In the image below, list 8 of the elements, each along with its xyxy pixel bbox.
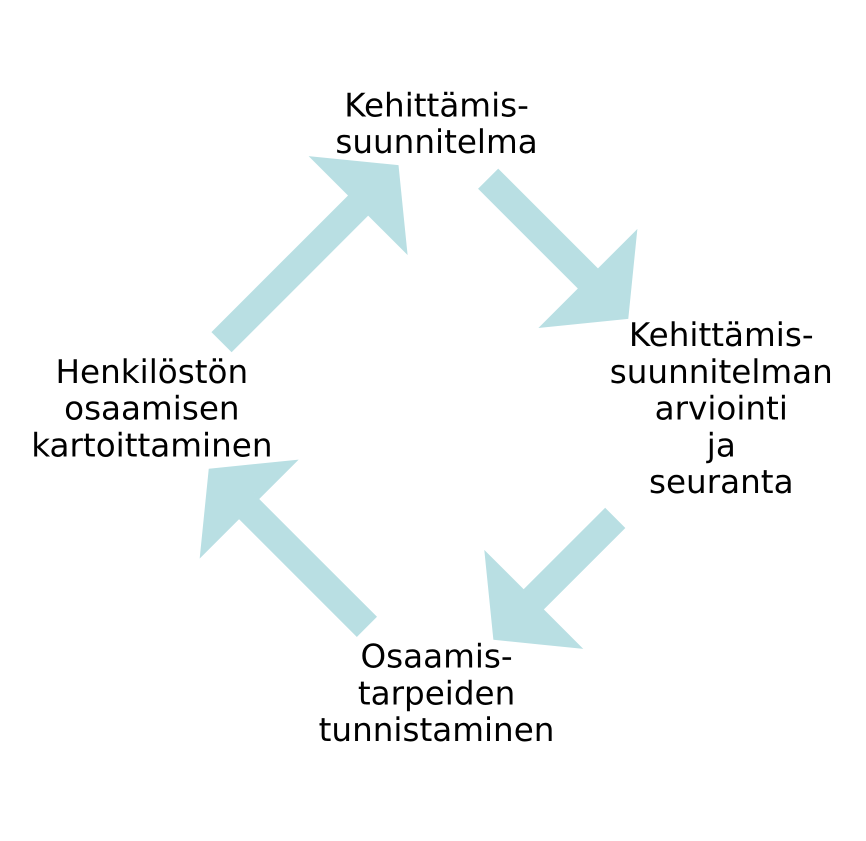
node-text: Henkilöstön osaamisen kartoittaminen (31, 352, 272, 464)
node-text: Kehittämis- suunnitelma (335, 86, 538, 161)
arrow (200, 459, 378, 636)
node-text: Kehittämis- suunnitelman arviointi ja seuranta (610, 316, 833, 500)
arrow (478, 168, 638, 328)
arrow (211, 156, 408, 352)
arrow (484, 507, 626, 648)
node-text: Osaamis- tarpeiden tunnistaminen (318, 637, 554, 748)
